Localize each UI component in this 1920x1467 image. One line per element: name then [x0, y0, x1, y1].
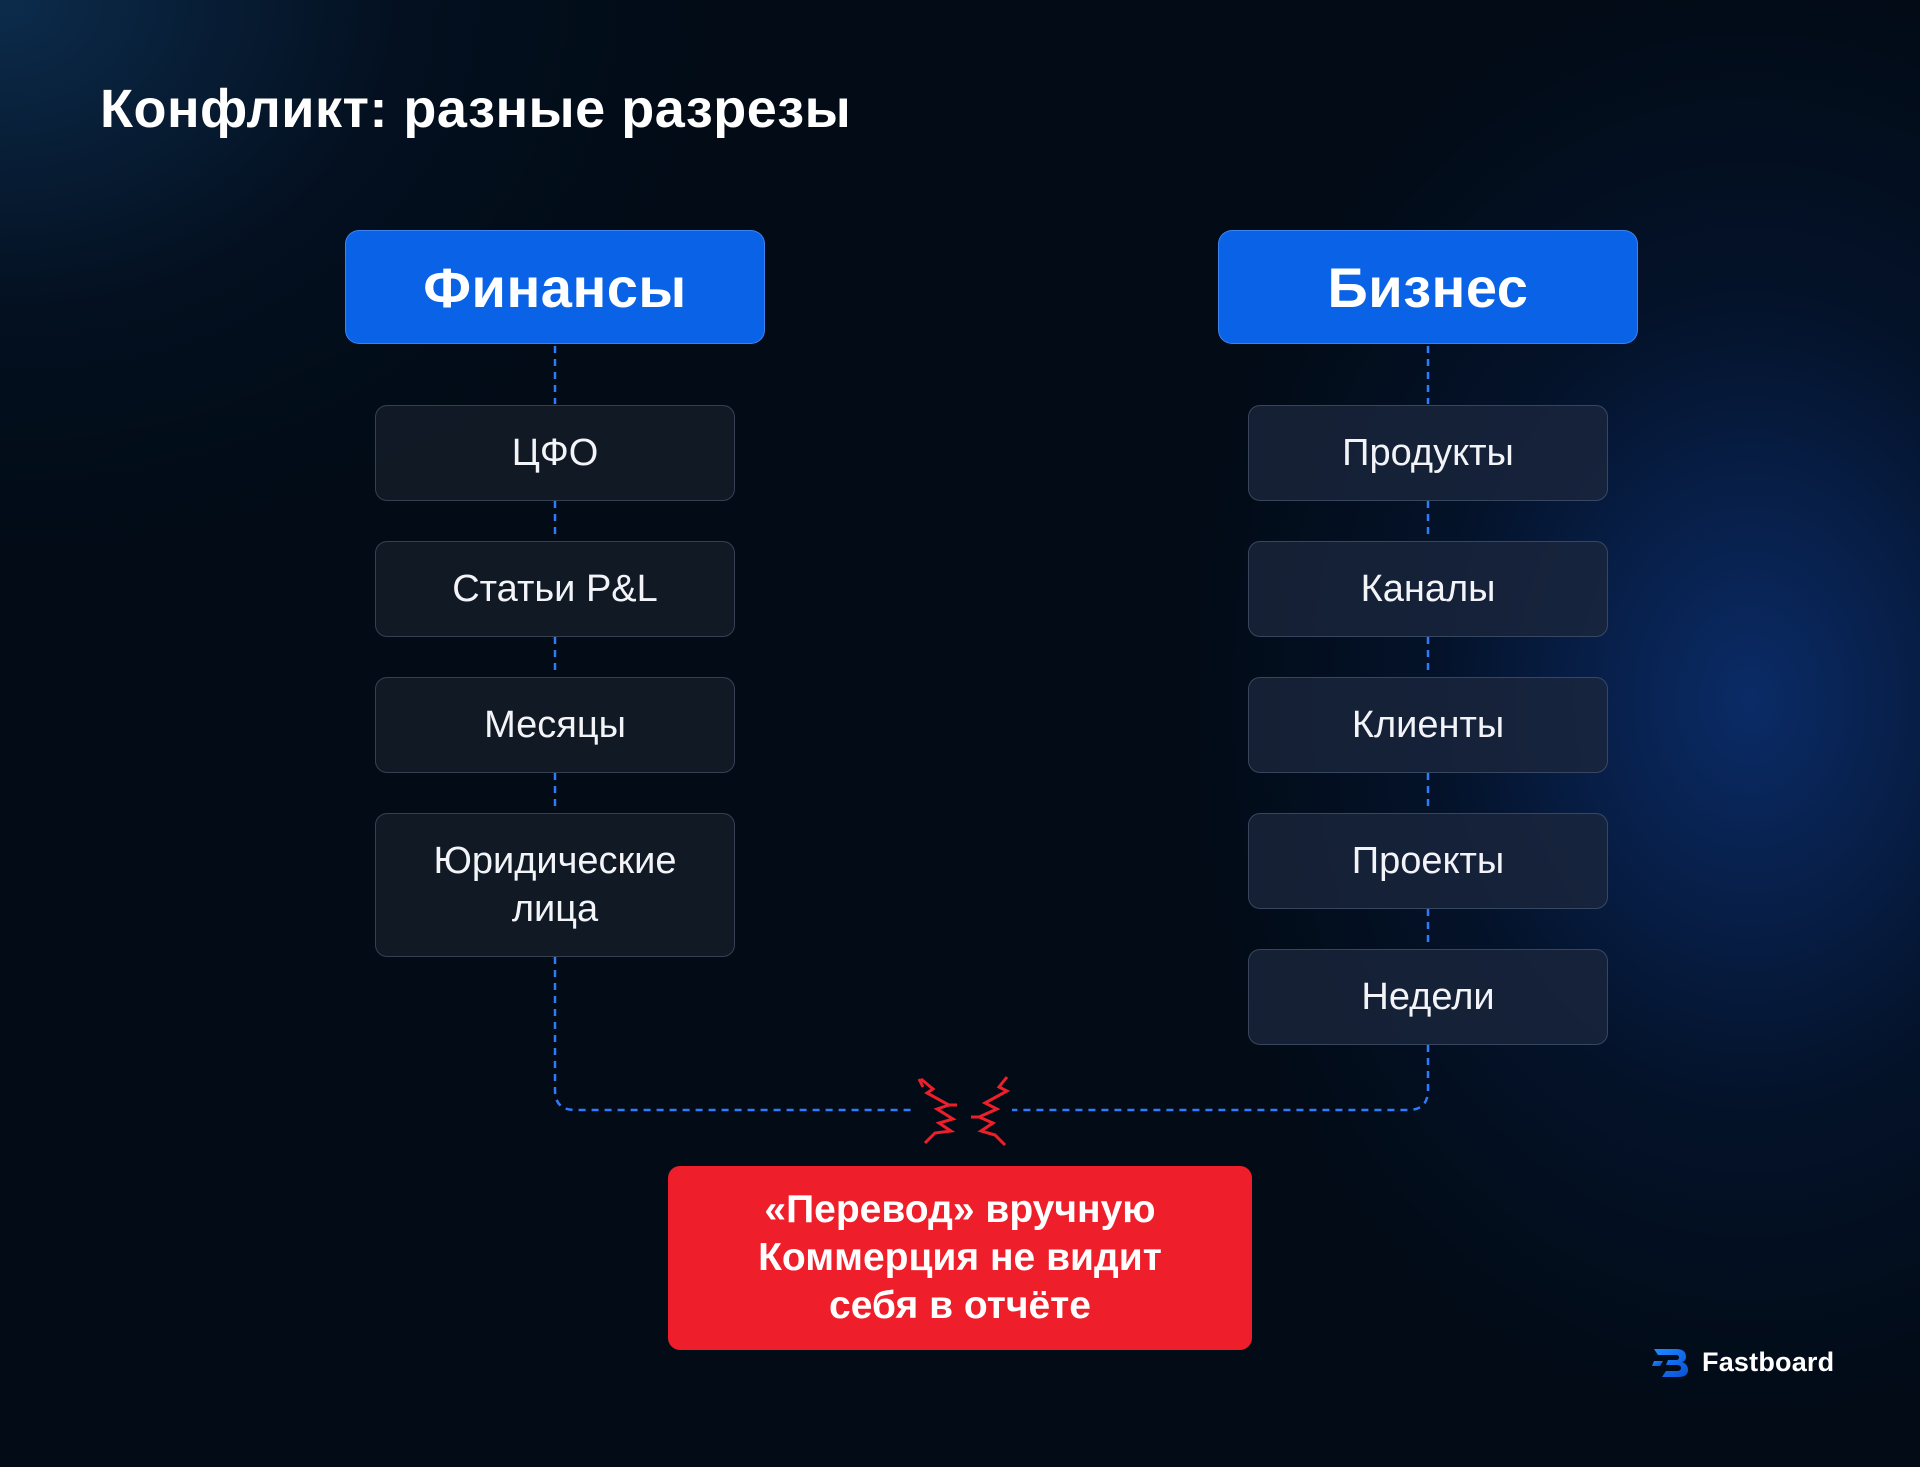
conflict-line-2: Коммерция не видит	[758, 1236, 1162, 1279]
conflict-result-box: «Перевод» вручную Коммерция не видит себ…	[668, 1166, 1252, 1350]
conflict-line-3: себя в отчёте	[829, 1284, 1091, 1327]
fastboard-logo-icon	[1652, 1349, 1688, 1377]
finance-item-legal-entities: Юридические лица	[375, 813, 735, 957]
business-column: Бизнес Продукты Каналы Клиенты Проекты Н…	[1218, 230, 1638, 1045]
business-item-products: Продукты	[1248, 405, 1608, 501]
page-title: Конфликт: разные разрезы	[100, 79, 852, 139]
finance-item-months: Месяцы	[375, 677, 735, 773]
conflict-line-1: «Перевод» вручную	[764, 1188, 1156, 1231]
finance-item-pl-lines: Статьи P&L	[375, 541, 735, 637]
business-item-projects: Проекты	[1248, 813, 1608, 909]
clash-icon	[917, 1076, 1011, 1147]
brand-name: Fastboard	[1702, 1346, 1835, 1377]
business-items: Продукты Каналы Клиенты Проекты Недели	[1248, 405, 1608, 1085]
business-item-weeks: Недели	[1248, 949, 1608, 1045]
business-item-clients: Клиенты	[1248, 677, 1608, 773]
business-item-channels: Каналы	[1248, 541, 1608, 637]
brand: Fastboard	[1652, 1345, 1834, 1379]
finance-items: ЦФО Статьи P&L Месяцы Юридические лица	[375, 405, 735, 997]
finance-header: Финансы	[345, 230, 765, 344]
business-header: Бизнес	[1218, 230, 1638, 344]
finance-column: Финансы ЦФО Статьи P&L Месяцы Юридически…	[345, 230, 765, 957]
finance-item-cfo: ЦФО	[375, 405, 735, 501]
